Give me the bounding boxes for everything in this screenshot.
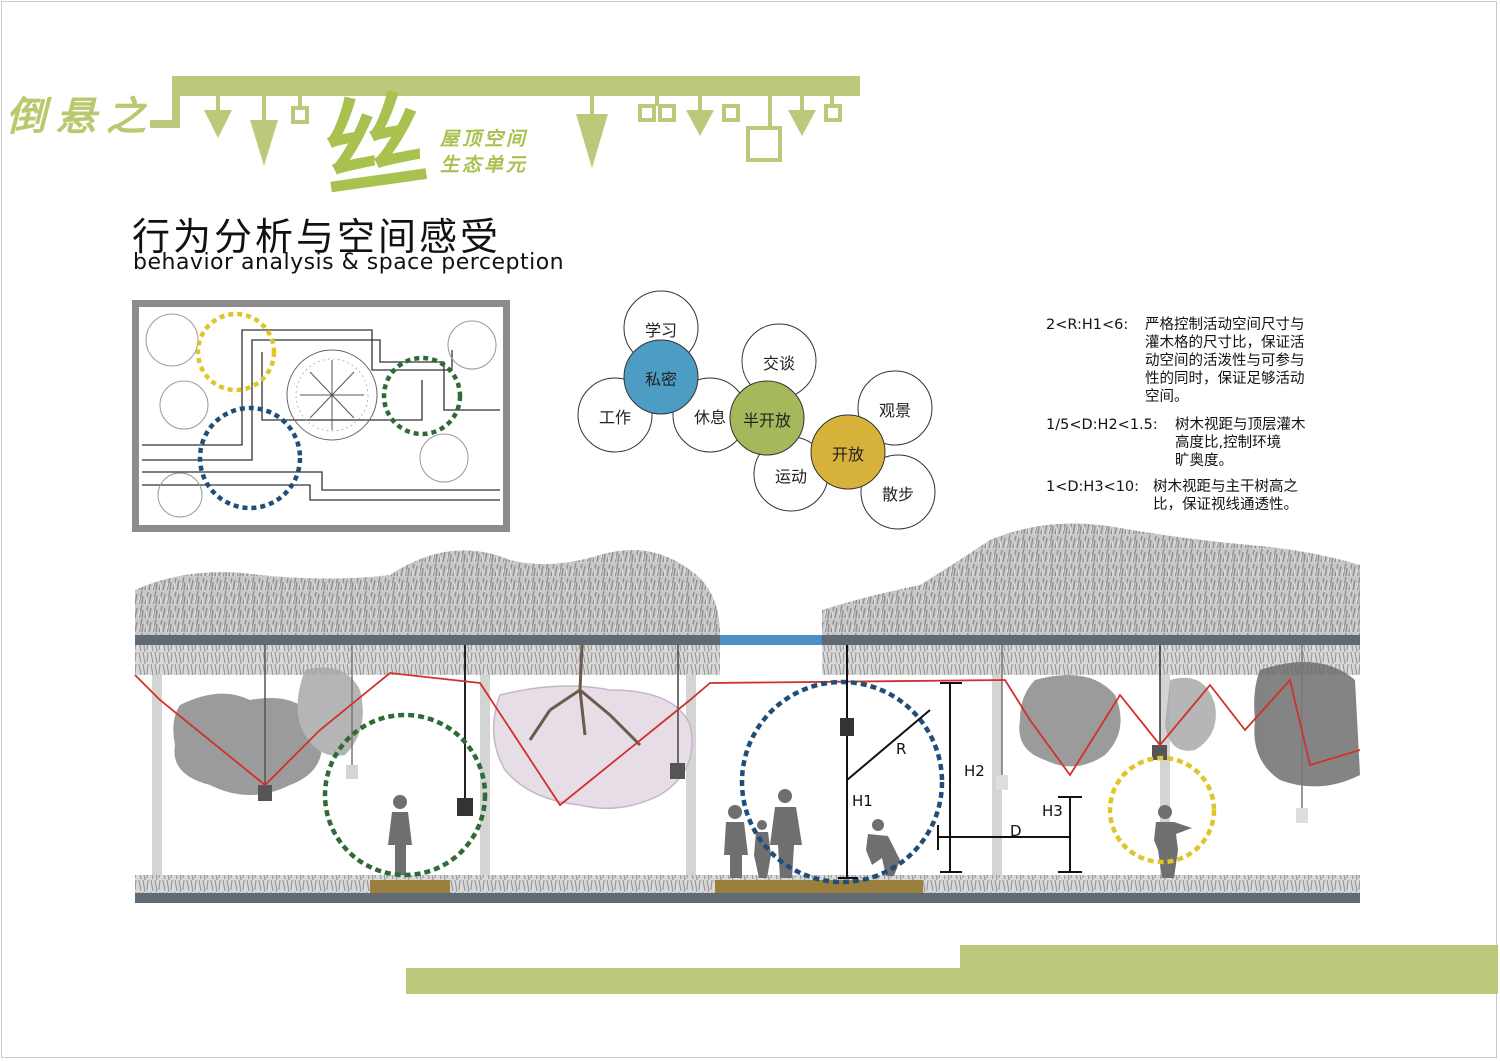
venn-circle-9 [860, 454, 936, 530]
bench-center [715, 880, 923, 893]
note-r-h1: 2<R:H1<6: 严格控制活动空间尺寸与 灌木格的尺寸比，保证活 动空间的活泼… [1046, 316, 1356, 406]
label-r: R [896, 740, 907, 758]
venn-label-1: 私密 [644, 370, 677, 389]
label-d: D [1010, 822, 1022, 840]
header-prefix: 倒悬之 [6, 93, 156, 140]
venn-circle-2 [577, 377, 653, 453]
venn-label-4: 交谈 [762, 354, 795, 373]
section-drawing [134, 523, 1361, 903]
note-d-h2: 1/5<D:H2<1.5: 树木视距与顶层灌木 高度比,控制环境 旷奥度。 [1046, 416, 1356, 472]
venn-label-7: 观景 [878, 401, 911, 420]
page-subtitle: behavior analysis & space perception [133, 250, 565, 275]
venn-circle-5 [729, 380, 805, 456]
section-circle-green [322, 712, 488, 878]
header-banner [150, 76, 860, 168]
plan-diagram [132, 300, 510, 532]
hanging-lamps [258, 645, 1308, 823]
note-text: 严格控制活动空间尺寸与 灌木格的尺寸比，保证活 动空间的活泼性与可参与 性的同时… [1145, 317, 1305, 405]
venn-circle-6 [810, 414, 886, 490]
inverted-trees [173, 662, 1360, 795]
people [388, 789, 1192, 878]
venn-label-8: 运动 [774, 467, 807, 486]
plan-circle-yellow [195, 311, 277, 393]
note-key: 2<R:H1<6: [1046, 317, 1129, 333]
venn-label-2: 工作 [598, 408, 631, 427]
venn-label-6: 开放 [831, 445, 864, 464]
sight-line [134, 672, 1361, 807]
venn-circle-7 [857, 370, 933, 446]
label-h2: H2 [964, 762, 985, 780]
section-circle-yellow [1107, 755, 1217, 865]
roof-shrub-left [135, 550, 720, 635]
banner-hook [150, 76, 180, 128]
venn-diagram [577, 290, 936, 530]
venn-label-9: 散步 [881, 485, 914, 504]
section-circle-blue [739, 679, 945, 885]
note-text: 树木视距与顶层灌木 高度比,控制环境 旷奥度。 [1175, 417, 1306, 469]
plan-circle-blue [197, 405, 303, 511]
ceiling-grass-left [135, 645, 720, 675]
banner-pendants [204, 96, 834, 168]
footer-bar-lower [406, 968, 1498, 994]
header-big-char: 丝 [313, 77, 434, 214]
roof-skylight [720, 635, 822, 645]
floor-beam [135, 893, 1360, 903]
page-title: 行为分析与空间感受 [132, 215, 502, 259]
note-d-h3: 1<D:H3<10: 树木视距与主干树高之 比，保证视线通透性。 [1046, 478, 1356, 518]
note-text: 树木视距与主干树高之 比，保证视线通透性。 [1153, 479, 1298, 513]
venn-circle-1 [623, 339, 699, 415]
banner-squares [291, 104, 842, 162]
note-key: 1/5<D:H2<1.5: [1046, 417, 1158, 433]
roof-shrub-right [822, 523, 1360, 635]
bench-left [370, 880, 450, 893]
venn-label-5: 半开放 [742, 411, 791, 430]
label-h3: H3 [1042, 802, 1063, 820]
plan-circle-green [381, 355, 463, 437]
note-key: 1<D:H3<10: [1046, 479, 1140, 495]
label-h1: H1 [852, 792, 873, 810]
header-subtitle-line1: 屋顶空间 [440, 128, 529, 150]
venn-label-3: 休息 [693, 408, 726, 427]
header-subtitle-line2: 生态单元 [440, 154, 529, 176]
banner-bar [172, 76, 860, 96]
dimension-lines [838, 645, 1082, 879]
venn-label-0: 学习 [644, 321, 677, 340]
